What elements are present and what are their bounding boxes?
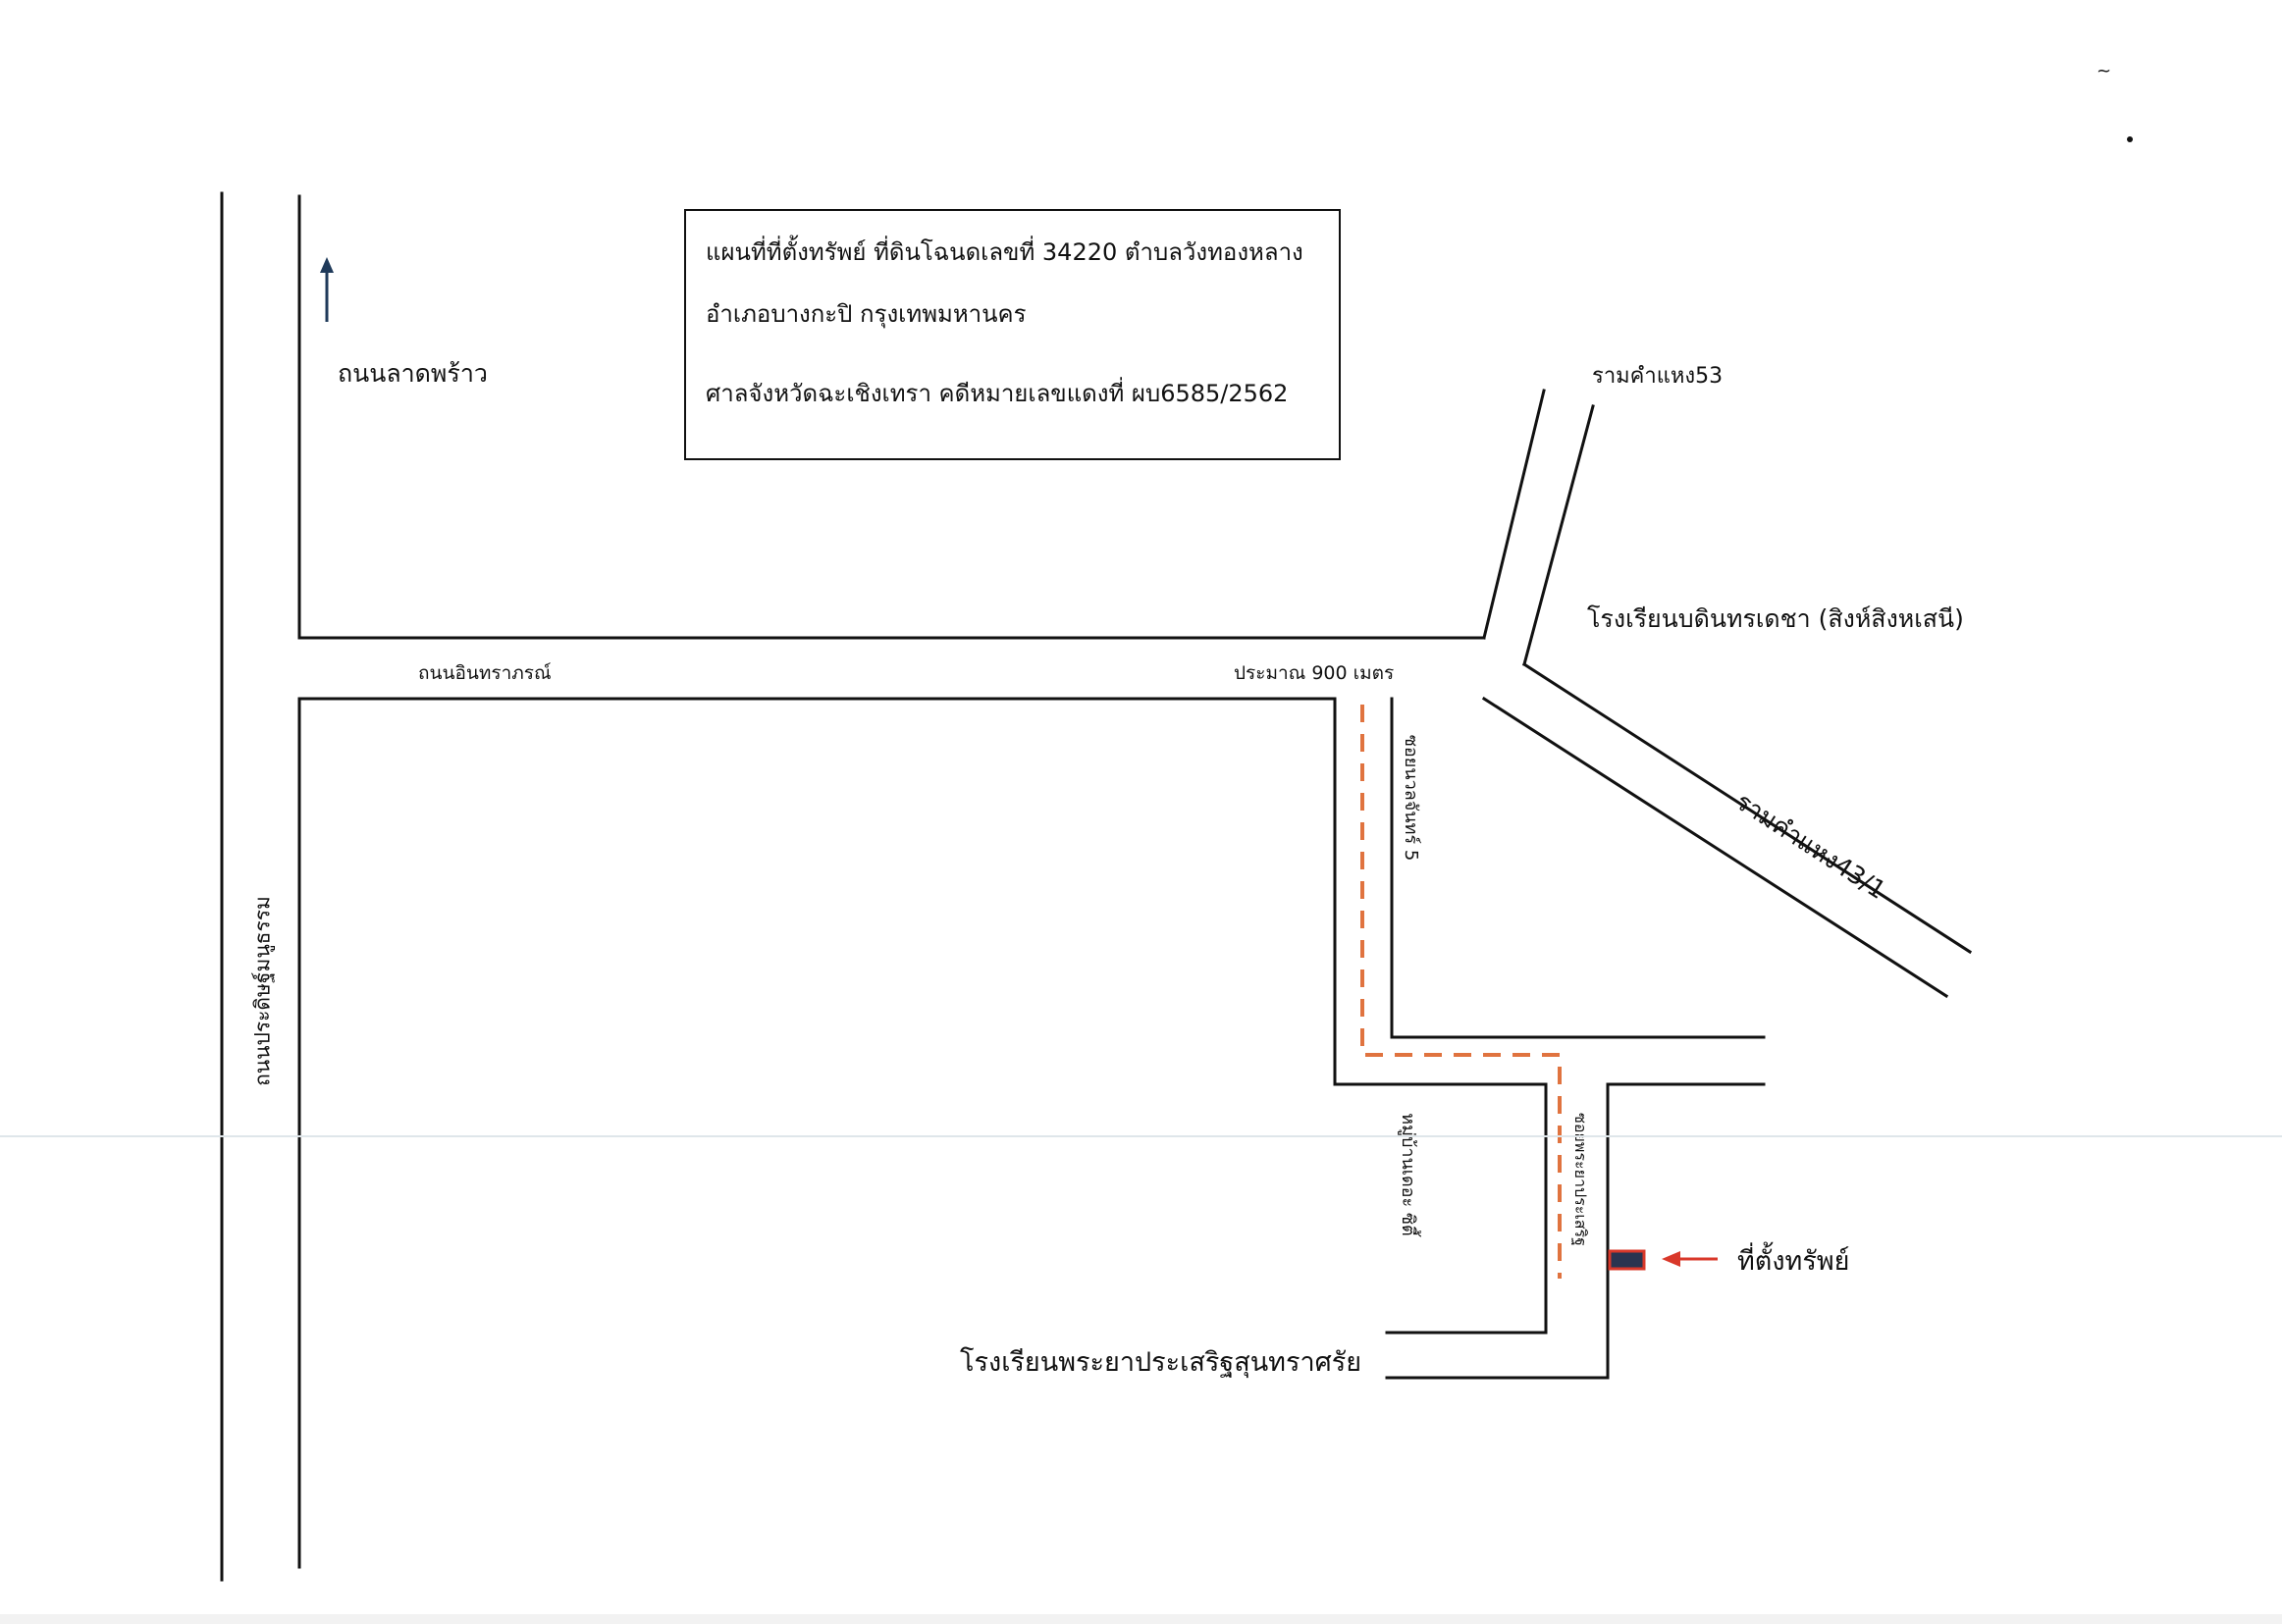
building-icon bbox=[1608, 1249, 1646, 1271]
label-distance: ประมาณ 900 เมตร bbox=[1234, 662, 1395, 684]
label-property: ที่ตั้งทรัพย์ bbox=[1737, 1246, 1850, 1277]
road-ram43-1-north-edge bbox=[1521, 661, 1973, 955]
label-ladprao: ถนนลาดพร้าว bbox=[338, 359, 488, 388]
label-school-phraya: โรงเรียนพระยาประเสริฐสุนทราศรัย bbox=[960, 1347, 1362, 1378]
label-prasert: ถนนประดิษฐ์มนูธรรม bbox=[250, 896, 275, 1086]
road-ram53-right-edge bbox=[1522, 404, 1595, 666]
label-ram53: รามคำแหง53 bbox=[1592, 364, 1724, 389]
road-ram53-left-edge bbox=[1482, 389, 1546, 640]
scan-speck bbox=[2127, 136, 2133, 142]
scan-bottom-edge bbox=[0, 1614, 2282, 1624]
north-arrow-icon bbox=[320, 257, 334, 322]
road-ram43-1-south-edge bbox=[1481, 696, 1949, 999]
title-line-2: อำเภอบางกะปิ กรุงเทพมหานคร bbox=[706, 300, 1027, 328]
title-box: แผนที่ที่ตั้งทรัพย์ ที่ดินโฉนดเลขที่ 342… bbox=[684, 209, 1341, 460]
title-line-3: ศาลจังหวัดฉะเชิงเทรา คดีหมายเลขแดงที่ ผบ… bbox=[706, 380, 1289, 407]
fold-crease bbox=[0, 1135, 2282, 1137]
scan-tilde-mark: ~ bbox=[2096, 61, 2112, 81]
label-school-bodin: โรงเรียนบดินทรเดชา (สิงห์สิงหเสนี) bbox=[1587, 604, 1964, 633]
label-village: หมู่บ้านเดอะ ซิตี้ bbox=[1398, 1113, 1418, 1236]
label-intharaphon: ถนนอินทราภรณ์ bbox=[418, 662, 552, 684]
title-line-1: แผนที่ที่ตั้งทรัพย์ ที่ดินโฉนดเลขที่ 342… bbox=[706, 238, 1303, 266]
route-dashed-line bbox=[1360, 705, 1562, 1279]
label-soi-right: ซอยพระยาประเสริฐ bbox=[1571, 1113, 1590, 1246]
label-soi-left: ซอยนวลจันทร์ 5 bbox=[1401, 734, 1421, 862]
arrow-left-icon bbox=[1662, 1251, 1718, 1267]
